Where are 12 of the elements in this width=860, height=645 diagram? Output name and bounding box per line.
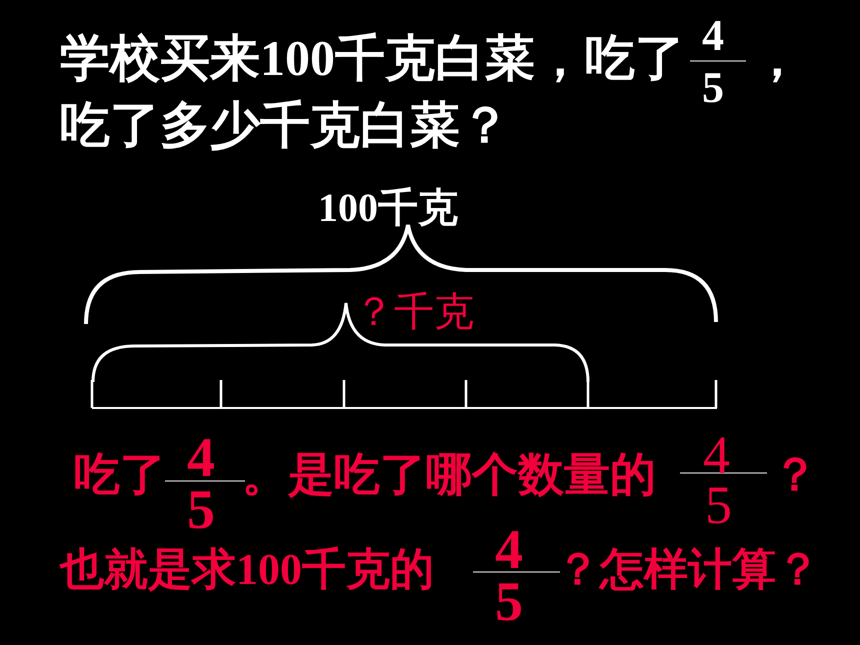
question-text: ？怎样计算？ xyxy=(556,548,820,592)
problem-text: ， xyxy=(752,33,802,83)
question-text: ？ xyxy=(772,452,818,498)
fraction-numerator: 4 xyxy=(702,14,724,58)
quantity-label: 100千克 xyxy=(318,188,458,228)
problem-text: 吃了多少千克白菜？ xyxy=(60,100,510,150)
question-text: 吃了 xyxy=(74,452,166,498)
problem-text: 学校买来100千克白菜，吃了 xyxy=(60,33,685,83)
question-text: 也就是求100千克的 xyxy=(60,548,434,592)
question-text: 。是吃了哪个数量的 xyxy=(242,452,656,498)
fraction-denominator: 5 xyxy=(702,66,724,110)
quantity-label: ？千克 xyxy=(354,292,474,332)
